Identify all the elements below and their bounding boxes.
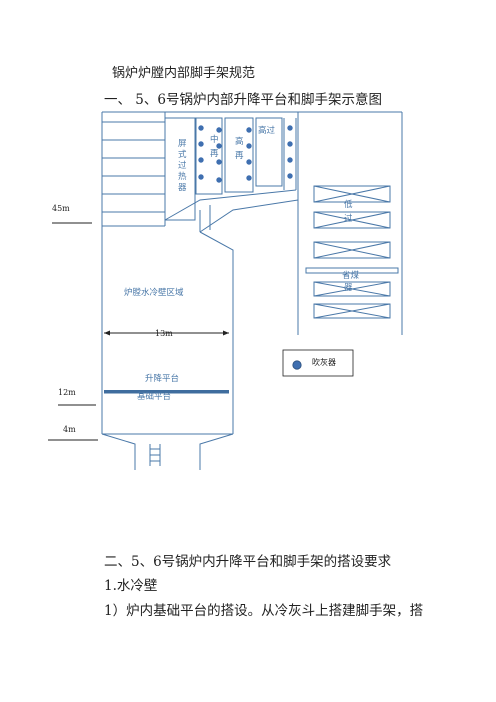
label-gaozai: 高再 [235,136,244,161]
label-width-13m: 13m [155,329,173,338]
label-diguo: 低过 [344,199,353,224]
elev-45m: 45m [52,204,70,213]
label-pingshi: 屏式过热器 [178,139,187,193]
left-scaffold-grid [102,112,166,227]
paragraph-1: 1）炉内基础平台的搭设。从冷灰斗上搭建脚手架，搭 [104,603,424,619]
legend-box [282,349,354,377]
pingshi-box [164,117,196,221]
gaoguo-box [255,117,283,187]
soot-blower-dots [198,125,293,183]
hopper-ladder [149,444,161,466]
label-zhongzai: 中再 [210,134,219,159]
label-shengmeiqi: 省煤器 [342,270,360,293]
section-1-heading: 一、 5、6号锅炉内部升降平台和脚手架示意图 [104,92,382,108]
label-lift-platform: 升降平台 [145,373,179,384]
section-2-heading: 二、5、6号锅炉内升降平台和脚手架的搭设要求 [104,554,392,570]
item-1-heading: 1.水冷壁 [104,578,158,594]
label-blower-legend: 吹灰器 [312,357,336,367]
elev-12m: 12m [58,388,76,397]
gaozai-box [224,117,254,193]
label-gaoguo: 高过 [258,125,276,136]
backpass-blocks [305,185,399,319]
zhongzai-box [195,117,223,195]
elev-4m: 4m [63,425,76,434]
label-water-wall: 炉膛水冷壁区域 [124,287,184,298]
blower-legend-dot [292,360,302,370]
lift-platform-bar [104,390,229,394]
label-base-platform: 基础平台 [137,391,171,402]
doc-title: 锅炉炉膛内部脚手架规范 [112,66,256,81]
